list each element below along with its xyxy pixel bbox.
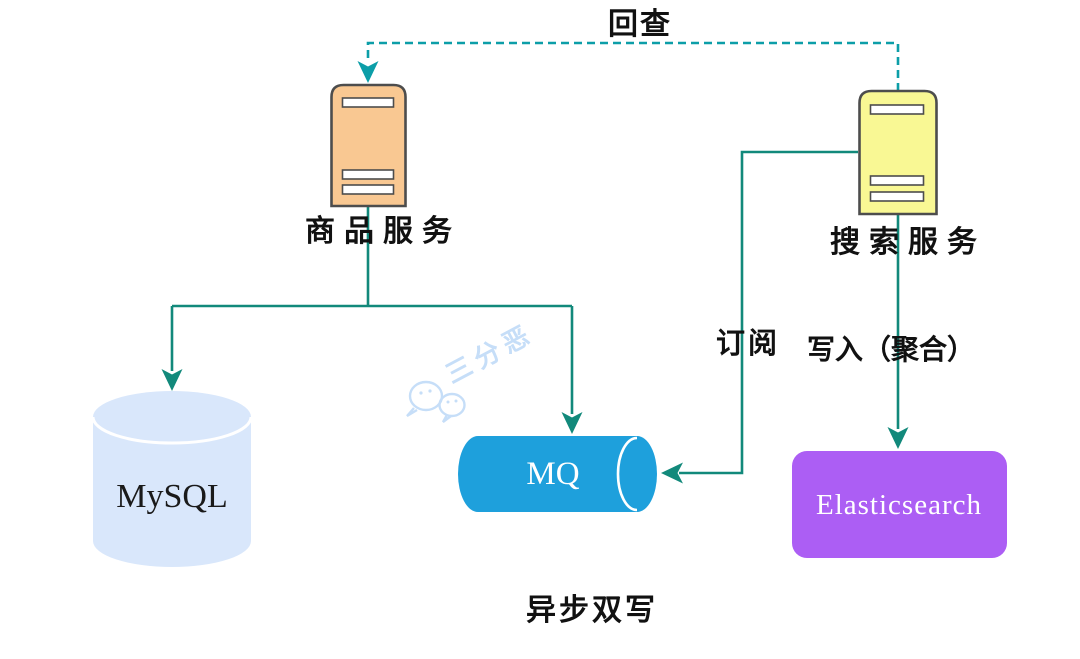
callback-dashed-line	[366, 41, 900, 91]
product-service-label: 商品服务	[305, 215, 461, 248]
product-service-icon	[330, 83, 407, 208]
wechat-eye	[454, 399, 458, 403]
callback-arrow	[357, 41, 900, 91]
wechat-small-tail	[441, 414, 452, 423]
mysql-body	[93, 391, 251, 567]
callback-label: 回查	[608, 8, 672, 41]
diagram-title: 异步双写	[526, 594, 658, 627]
mq-label: MQ	[526, 456, 580, 492]
mq-body	[458, 436, 657, 512]
mq-right-arrowhead-icon	[661, 462, 683, 484]
flow-arrowheads	[161, 369, 909, 484]
mysql-top-rim	[91, 416, 253, 445]
elasticsearch-arrowhead-icon	[887, 427, 909, 449]
wechat-big-bubble	[408, 380, 444, 412]
wechat-eye	[419, 391, 423, 395]
server-slot	[341, 169, 395, 180]
search-service-icon	[858, 89, 938, 216]
wechat-eye	[428, 389, 432, 393]
wechat-small-bubble	[438, 392, 466, 418]
server-slot	[869, 175, 925, 186]
server-slot	[341, 184, 395, 195]
subscribe-line	[679, 150, 858, 475]
mysql-cylinder	[91, 391, 253, 567]
subscribe-label: 订阅	[715, 328, 781, 360]
mysql-arrowhead-icon	[161, 369, 183, 391]
mq-top-arrowhead-icon	[561, 412, 583, 434]
elasticsearch-label: Elasticsearch	[816, 489, 982, 521]
wechat-icon	[406, 380, 466, 423]
mysql-label: MySQL	[116, 478, 228, 515]
search-service-label: 搜索服务	[830, 226, 986, 259]
callback-arrowhead-icon	[357, 61, 379, 83]
wechat-big-tail	[406, 407, 418, 418]
server-slot	[341, 97, 395, 108]
mq-cap-rim	[616, 436, 638, 512]
elasticsearch-box	[792, 451, 1007, 558]
flow-lines	[170, 150, 900, 475]
server-slot	[869, 191, 925, 202]
write-aggregate-label: 写入（聚合）	[806, 335, 976, 366]
server-slot	[869, 104, 925, 115]
mq-cylinder	[458, 436, 657, 512]
wechat-eye	[446, 400, 450, 404]
